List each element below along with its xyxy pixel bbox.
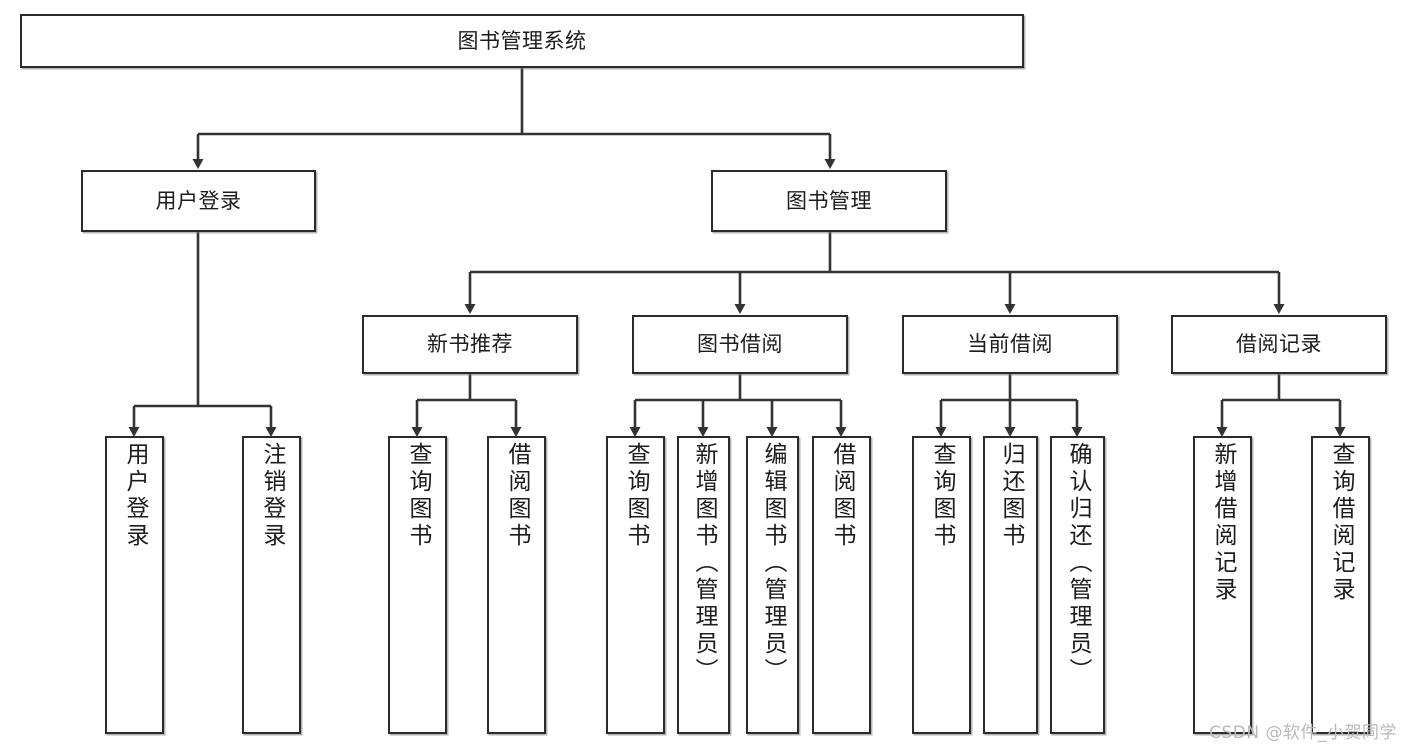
node-root-system[interactable]: 图书管理系统 bbox=[20, 14, 1024, 68]
leaf-current-confirm-return-admin[interactable]: 确认归还（管理员） bbox=[1050, 436, 1105, 734]
node-label: 新书推荐 bbox=[427, 332, 513, 357]
leaf-borrow-edit-book-admin[interactable]: 编辑图书（管理员） bbox=[746, 436, 799, 734]
leaf-recommend-borrow-book[interactable]: 借阅图书 bbox=[487, 436, 546, 734]
node-label: 新增图书（管理员） bbox=[691, 442, 717, 685]
node-book-borrow[interactable]: 图书借阅 bbox=[632, 315, 848, 374]
node-current-borrow[interactable]: 当前借阅 bbox=[902, 315, 1118, 374]
node-label: 新增借阅记录 bbox=[1210, 442, 1236, 604]
leaf-user-login[interactable]: 用户登录 bbox=[105, 436, 164, 734]
node-label: 查询图书 bbox=[929, 442, 955, 550]
leaf-borrow-add-book-admin[interactable]: 新增图书（管理员） bbox=[677, 436, 730, 734]
node-label: 编辑图书（管理员） bbox=[760, 442, 786, 685]
node-label: 查询图书 bbox=[405, 442, 431, 550]
node-label: 查询图书 bbox=[623, 442, 649, 550]
node-label: 查询借阅记录 bbox=[1328, 442, 1354, 604]
leaf-borrow-borrow-book[interactable]: 借阅图书 bbox=[812, 436, 871, 734]
node-label: 确认归还（管理员） bbox=[1065, 442, 1091, 685]
node-label: 借阅图书 bbox=[504, 442, 530, 550]
node-borrow-record[interactable]: 借阅记录 bbox=[1171, 315, 1387, 374]
node-label: 图书借阅 bbox=[697, 332, 783, 357]
node-label: 图书管理 bbox=[786, 188, 872, 213]
leaf-user-logout[interactable]: 注销登录 bbox=[242, 436, 301, 734]
node-book-management[interactable]: 图书管理 bbox=[711, 170, 947, 232]
leaf-current-return-book[interactable]: 归还图书 bbox=[983, 436, 1038, 734]
node-user-login[interactable]: 用户登录 bbox=[81, 170, 316, 232]
node-label: 用户登录 bbox=[155, 188, 242, 213]
node-label: 借阅记录 bbox=[1236, 332, 1322, 357]
node-label: 归还图书 bbox=[998, 442, 1024, 550]
leaf-record-query-borrow-record[interactable]: 查询借阅记录 bbox=[1311, 436, 1370, 734]
csdn-watermark: CSDN @软件_小贺同学 bbox=[1209, 723, 1397, 743]
leaf-record-add-borrow-record[interactable]: 新增借阅记录 bbox=[1193, 436, 1252, 734]
node-label: 用户登录 bbox=[122, 442, 148, 550]
node-label: 当前借阅 bbox=[967, 332, 1053, 357]
node-label: 注销登录 bbox=[259, 442, 285, 550]
node-label: 图书管理系统 bbox=[457, 28, 587, 53]
leaf-borrow-query-book[interactable]: 查询图书 bbox=[606, 436, 665, 734]
node-new-book-recommend[interactable]: 新书推荐 bbox=[362, 315, 578, 374]
leaf-recommend-query-book[interactable]: 查询图书 bbox=[388, 436, 447, 734]
node-label: 借阅图书 bbox=[829, 442, 855, 550]
leaf-current-query-book[interactable]: 查询图书 bbox=[912, 436, 971, 734]
